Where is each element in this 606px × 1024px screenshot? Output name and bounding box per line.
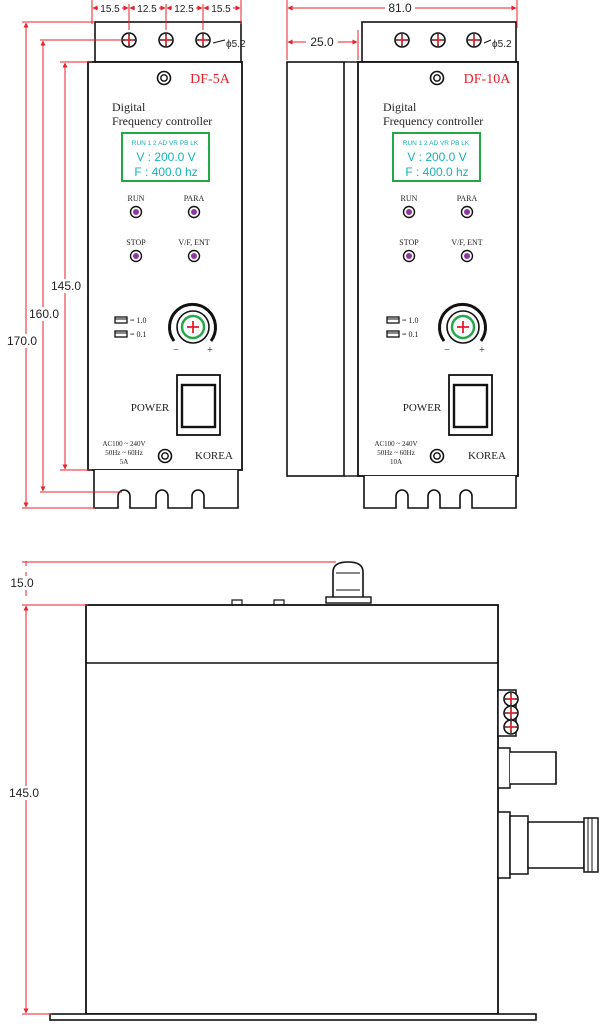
led-indicator-icon[interactable] xyxy=(129,205,143,219)
run-label: RUN xyxy=(401,194,418,203)
knob-side xyxy=(332,561,364,601)
screw-hole-icon xyxy=(121,32,137,48)
dim-text: 81.0 xyxy=(388,1,412,15)
knob-icon[interactable] xyxy=(168,302,217,344)
cable-icon xyxy=(497,747,557,789)
led-indicator-icon[interactable] xyxy=(460,205,474,219)
key-button-icon xyxy=(114,330,128,338)
led-indicator-icon[interactable] xyxy=(460,249,474,263)
hole-diameter-label: ϕ5.2 xyxy=(492,39,512,50)
spec-voltage: AC100 ~ 240V xyxy=(374,440,417,448)
screw-icon xyxy=(157,448,173,464)
screw-hole-icon xyxy=(394,32,410,48)
title-line2: Frequency controller xyxy=(383,114,483,128)
front-view: ϕ5.2 15.5 12.5 12.5 15.5 DF-5A Digital xyxy=(6,0,246,509)
model-label: DF-10A xyxy=(464,72,512,87)
para-label: PARA xyxy=(457,194,478,203)
stop-label: STOP xyxy=(126,238,146,247)
screw-hole-icon xyxy=(466,32,482,48)
origin-label: KOREA xyxy=(195,450,233,462)
rocker-switch-icon[interactable] xyxy=(176,374,221,436)
rocker-switch-icon[interactable] xyxy=(448,374,493,436)
key-button-icon xyxy=(386,330,400,338)
title-line1: Digital xyxy=(112,100,146,114)
lcd-display xyxy=(392,132,481,182)
dim-text: 15.5 xyxy=(100,4,120,15)
spec-voltage: AC100 ~ 240V xyxy=(102,440,145,448)
model-label: DF-5A xyxy=(190,72,231,87)
dim-text: 160.0 xyxy=(29,307,59,321)
hole-diameter-label: ϕ5.2 xyxy=(226,39,246,50)
dim-text: 145.0 xyxy=(9,786,39,800)
knob-minus: − xyxy=(444,345,450,356)
base-flange xyxy=(49,1013,537,1021)
dim-text: 145.0 xyxy=(51,279,81,293)
screw-hole-icon xyxy=(158,32,174,48)
key-coarse-label: = 1.0 xyxy=(402,316,419,325)
key-fine-label: = 0.1 xyxy=(402,330,419,339)
power-label: POWER xyxy=(403,402,442,414)
key-button-icon xyxy=(114,316,128,324)
vf-ent-label: V/F, ENT xyxy=(451,238,482,247)
screw-hole-icon xyxy=(195,32,211,48)
side-slab xyxy=(286,61,345,477)
knob-icon[interactable] xyxy=(438,302,487,344)
terminal-block-icon xyxy=(497,689,519,737)
knob-plus: + xyxy=(207,345,213,356)
side-view: 15.0 145.0 xyxy=(4,561,599,1021)
dim-text: 25.0 xyxy=(310,35,334,49)
dim-text: 12.5 xyxy=(174,4,194,15)
key-coarse-label: = 1.0 xyxy=(130,316,147,325)
led-indicator-icon[interactable] xyxy=(187,249,201,263)
dim-text: 15.5 xyxy=(211,4,231,15)
para-label: PARA xyxy=(184,194,205,203)
screw-icon xyxy=(429,70,445,86)
power-label: POWER xyxy=(131,402,170,414)
screw-icon xyxy=(156,70,172,86)
width-dimensions: 81.0 25.0 xyxy=(286,0,518,60)
knob-plus: + xyxy=(479,345,485,356)
spec-frequency: 50Hz ~ 60Hz xyxy=(377,449,415,457)
connector-icon xyxy=(497,811,599,879)
bottom-mounting-tab xyxy=(93,470,239,509)
display-voltage: V : 200.0 V xyxy=(407,150,466,164)
display-voltage: V : 200.0 V xyxy=(136,150,195,164)
led-indicator-icon[interactable] xyxy=(402,249,416,263)
spec-current: 10A xyxy=(390,458,402,466)
display-header: RUN 1 2 AD VR PB LK xyxy=(132,140,199,147)
display-frequency: F : 400.0 hz xyxy=(134,165,197,179)
screw-hole-icon xyxy=(430,32,446,48)
stop-label: STOP xyxy=(399,238,419,247)
title-line2: Frequency controller xyxy=(112,114,212,128)
title-line1: Digital xyxy=(383,100,417,114)
key-button-icon xyxy=(386,316,400,324)
dim-text: 170.0 xyxy=(7,334,37,348)
screw-icon xyxy=(429,448,445,464)
run-label: RUN xyxy=(128,194,145,203)
bottom-mounting-tab xyxy=(363,476,517,509)
spec-current: 5A xyxy=(120,458,129,466)
led-indicator-icon[interactable] xyxy=(402,205,416,219)
lcd-display xyxy=(121,132,210,182)
led-indicator-icon[interactable] xyxy=(187,205,201,219)
second-view: ϕ5.2 81.0 25.0 DF-10A Digital Frequency … xyxy=(286,0,519,509)
knob-minus: − xyxy=(173,345,179,356)
top-dimensions: 15.5 12.5 12.5 15.5 xyxy=(91,0,242,30)
dim-text: 15.0 xyxy=(10,576,34,590)
display-header: RUN 1 2 AD VR PB LK xyxy=(403,140,470,147)
leader-line xyxy=(212,39,226,44)
dim-text: 12.5 xyxy=(137,4,157,15)
side-dimensions: 15.0 145.0 xyxy=(4,561,336,1015)
spec-frequency: 50Hz ~ 60Hz xyxy=(105,449,143,457)
key-fine-label: = 0.1 xyxy=(130,330,147,339)
left-dimensions: 145.0 160.0 170.0 xyxy=(6,21,122,509)
vf-ent-label: V/F, ENT xyxy=(178,238,209,247)
origin-label: KOREA xyxy=(468,450,506,462)
display-frequency: F : 400.0 hz xyxy=(405,165,468,179)
side-body xyxy=(85,604,499,1015)
led-indicator-icon[interactable] xyxy=(129,249,143,263)
